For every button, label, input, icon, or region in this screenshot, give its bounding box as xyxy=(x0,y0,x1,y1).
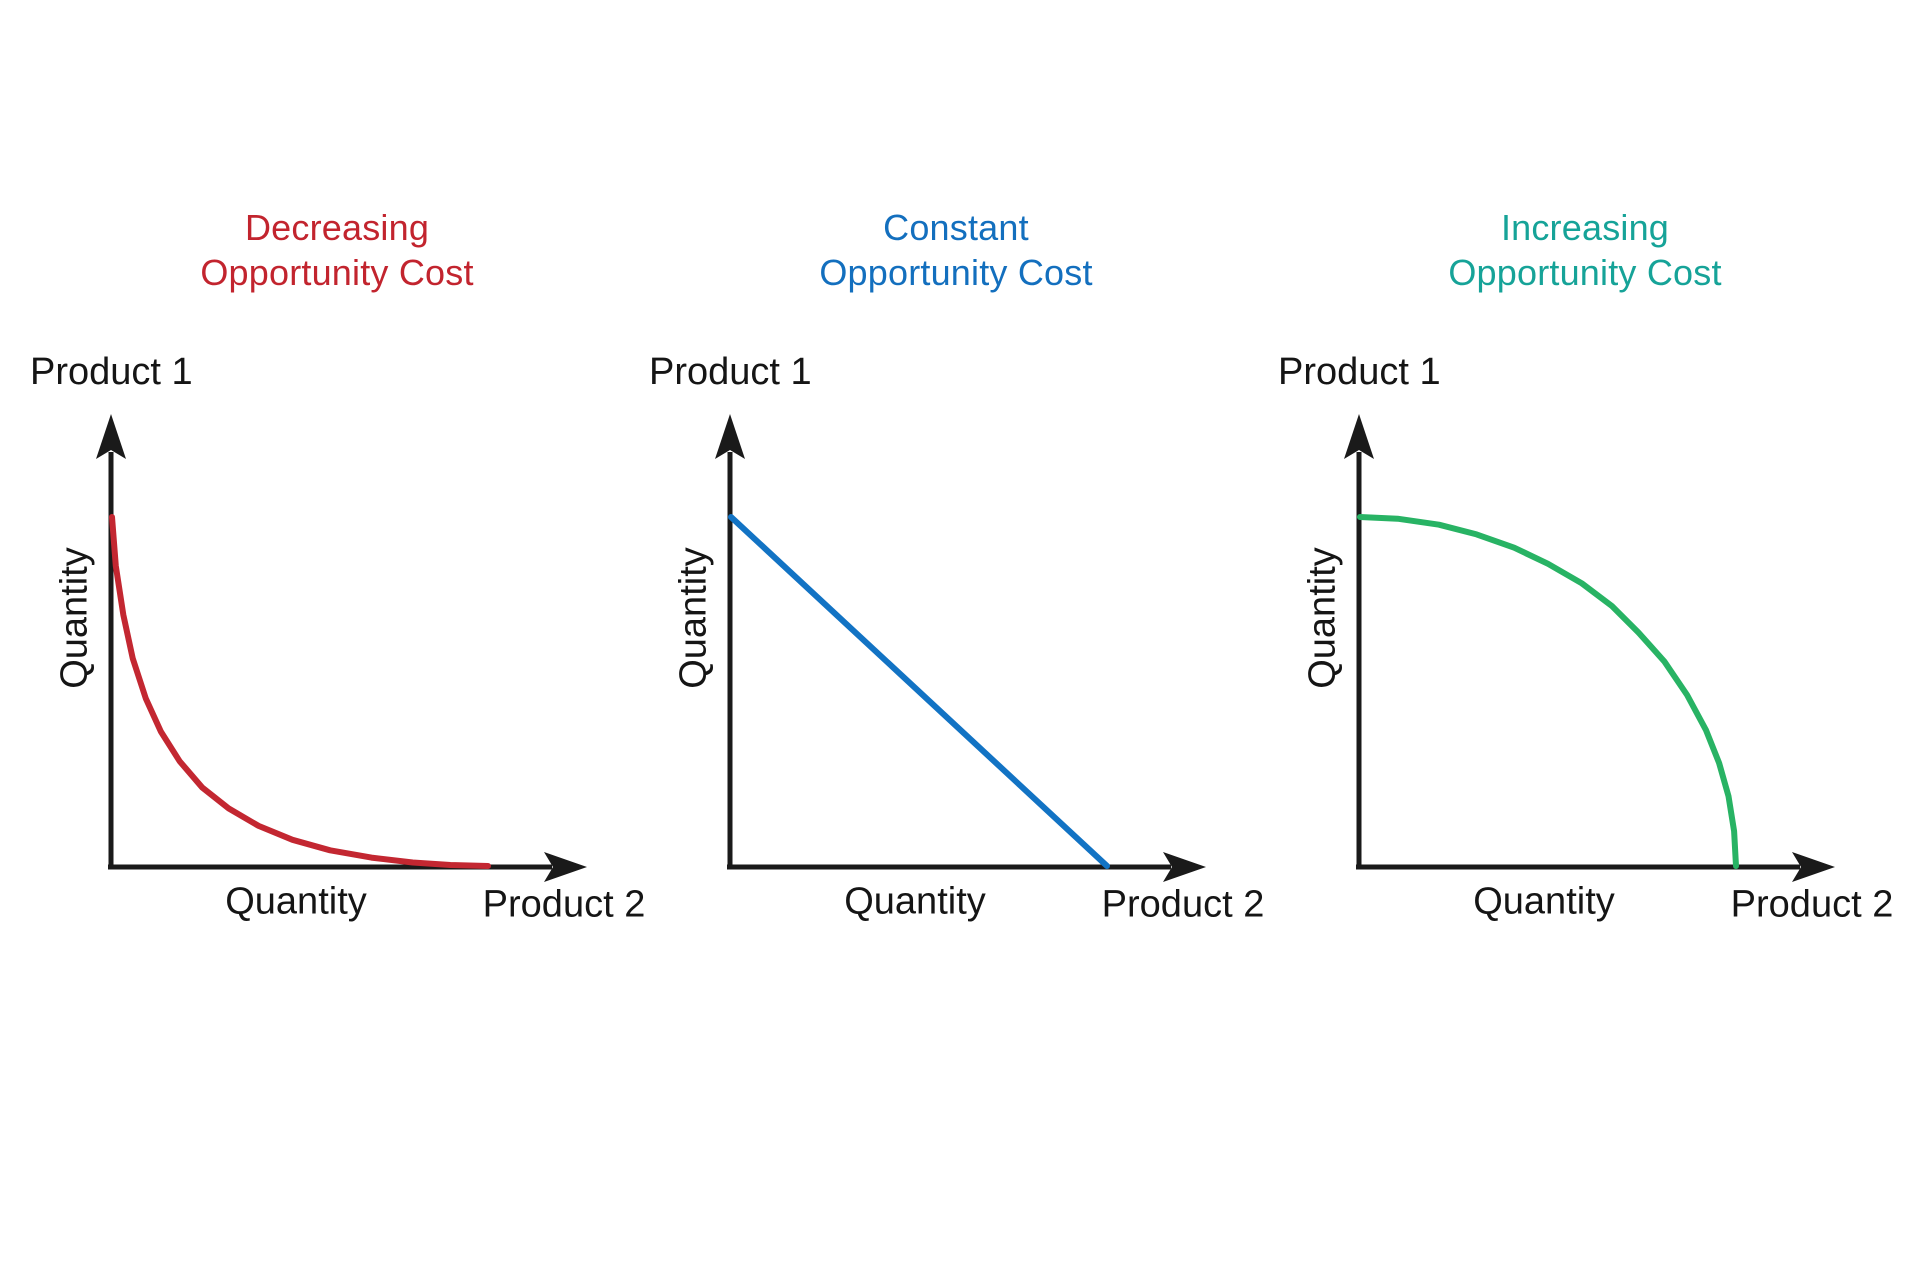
ppf-chart-constant: Constant Opportunity Cost Product 1 Quan… xyxy=(649,0,1289,980)
x-axis-title: Product 2 xyxy=(1101,883,1265,926)
x-axis-label: Quantity xyxy=(225,880,367,923)
x-axis-label: Quantity xyxy=(1473,880,1615,923)
y-axis-title: Product 1 xyxy=(649,351,812,393)
x-axis-arrow-icon xyxy=(1163,852,1206,882)
chart-title: Constant Opportunity Cost xyxy=(656,205,1256,295)
ppf-curve xyxy=(1357,514,1739,869)
chart-title-line2: Opportunity Cost xyxy=(819,252,1093,293)
chart-title-line1: Decreasing xyxy=(244,207,430,248)
chart-title-line2: Opportunity Cost xyxy=(200,252,474,293)
x-axis-title: Product 2 xyxy=(1730,883,1894,926)
x-axis-arrow-icon xyxy=(544,852,587,882)
x-axis-arrow-icon xyxy=(1792,852,1835,882)
chart-title: Increasing Opportunity Cost xyxy=(1285,205,1885,295)
ppf-curve xyxy=(109,514,491,869)
y-axis-label: Quantity xyxy=(672,547,715,689)
y-axis-title: Product 1 xyxy=(30,351,193,393)
plot-area xyxy=(1344,414,1835,882)
y-axis-arrow-icon xyxy=(715,414,745,459)
ppf-curve xyxy=(728,514,1110,869)
ppf-chart-decreasing: Decreasing Opportunity Cost Product 1 Qu… xyxy=(30,0,670,980)
x-axis-label: Quantity xyxy=(844,880,986,923)
y-axis-arrow-icon xyxy=(1344,414,1374,459)
plot-area xyxy=(96,414,587,882)
plot-area xyxy=(715,414,1206,882)
y-axis-title: Product 1 xyxy=(1278,351,1441,393)
chart-title-line2: Opportunity Cost xyxy=(1448,252,1722,293)
y-axis-label: Quantity xyxy=(53,547,96,689)
chart-title-line1: Constant xyxy=(883,207,1029,248)
chart-title-line1: Increasing xyxy=(1500,207,1670,248)
ppf-chart-increasing: Increasing Opportunity Cost Product 1 Qu… xyxy=(1278,0,1918,980)
x-axis-title: Product 2 xyxy=(482,883,646,926)
y-axis-label: Quantity xyxy=(1301,547,1344,689)
chart-title: Decreasing Opportunity Cost xyxy=(37,205,637,295)
y-axis-arrow-icon xyxy=(96,414,126,459)
